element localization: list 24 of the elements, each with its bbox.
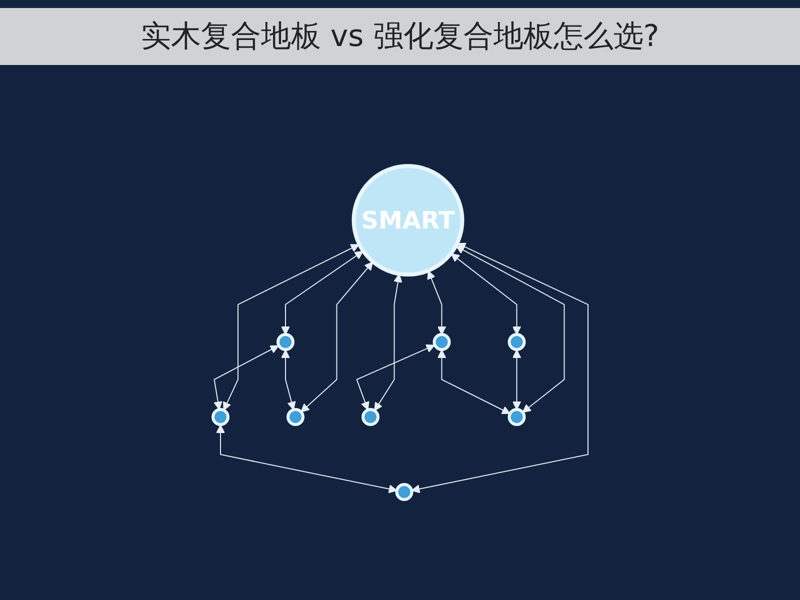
node-circle xyxy=(286,408,304,426)
node-circle xyxy=(507,408,526,426)
arrow xyxy=(222,244,359,410)
node-circle xyxy=(394,482,413,501)
arrow xyxy=(280,349,296,410)
arrow xyxy=(426,270,446,335)
node-circle xyxy=(361,408,379,426)
node-circle xyxy=(432,332,450,351)
title-banner: 实木复合地板 vs 强化复合地板怎么选? xyxy=(0,8,800,65)
arrow xyxy=(512,349,521,410)
arrow xyxy=(280,250,363,335)
arrow xyxy=(450,253,521,335)
arrow xyxy=(410,242,588,493)
arrow xyxy=(455,246,564,412)
arrow xyxy=(436,349,510,414)
node-circle xyxy=(507,332,526,351)
arrow xyxy=(213,345,278,410)
arrow xyxy=(356,344,434,410)
arrow xyxy=(216,424,397,493)
node-circle: SMART xyxy=(351,164,464,276)
node-circle xyxy=(211,408,229,426)
arrow xyxy=(374,274,402,411)
arrow xyxy=(300,261,373,412)
node-circle xyxy=(276,332,294,351)
